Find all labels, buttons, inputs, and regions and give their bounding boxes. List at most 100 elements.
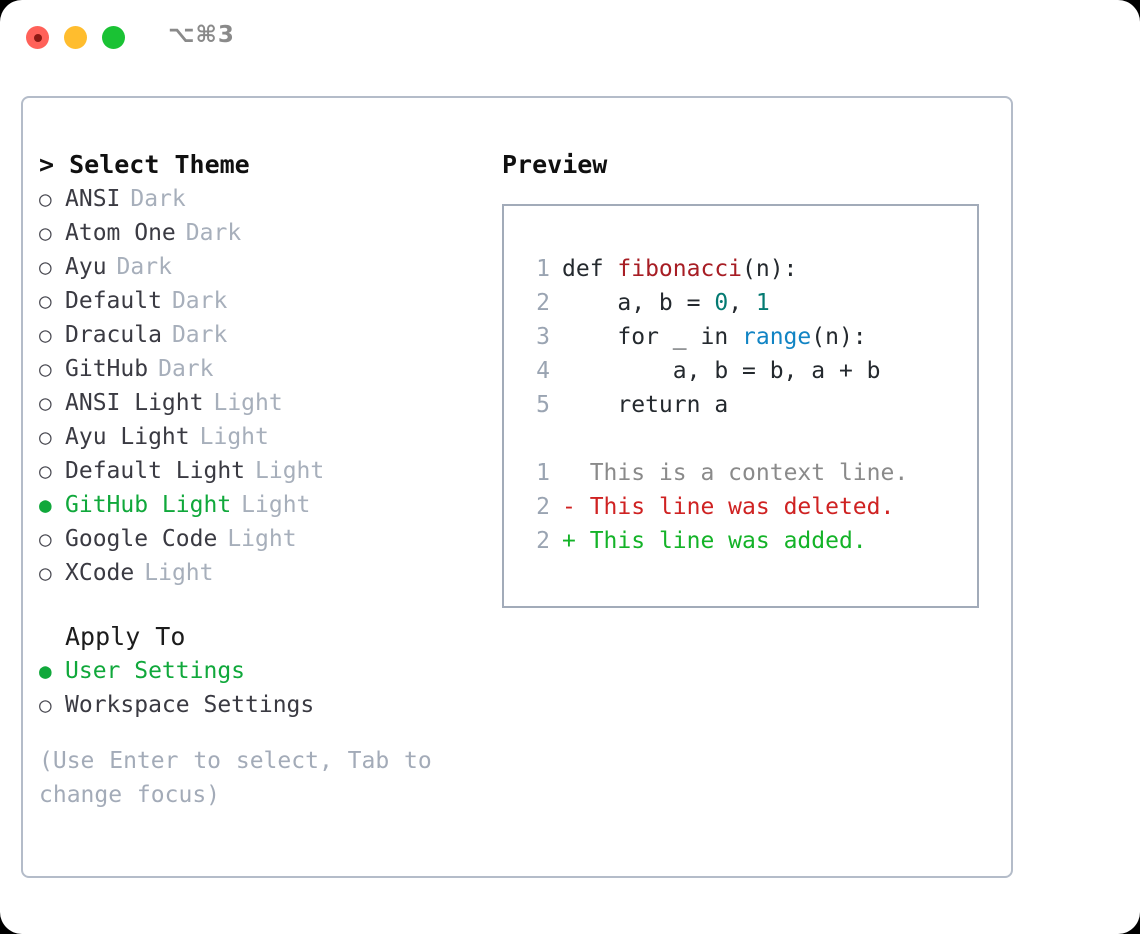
theme-variant-badge: Dark <box>158 356 214 382</box>
code-line: 2 a, b = 0, 1 <box>522 286 977 320</box>
line-number: 2 <box>536 528 550 554</box>
radio-unselected-icon: ○ <box>39 357 52 381</box>
select-theme-header: > Select Theme <box>39 150 250 179</box>
theme-option-label: ANSI Light <box>65 390 204 416</box>
apply-to-option-workspace-settings[interactable]: ○Workspace Settings <box>39 688 479 722</box>
code-token-num: 1 <box>755 290 770 316</box>
theme-variant-badge: Dark <box>171 288 228 314</box>
theme-option-label: Default <box>65 288 162 314</box>
line-number: 2 <box>536 494 550 520</box>
theme-option-label: ANSI <box>65 186 121 212</box>
code-token-plain: return a <box>562 392 729 418</box>
code-token-plain: a, b = b, a + b <box>562 358 881 384</box>
line-number: 1 <box>536 256 550 282</box>
window-controls <box>26 26 125 49</box>
diff-line: 2 + This line was added. <box>522 524 977 558</box>
radio-unselected-icon: ○ <box>39 391 52 415</box>
code-line-text: def fibonacci(n): <box>562 252 797 286</box>
keyboard-shortcut-label: ⌥⌘3 <box>168 22 235 48</box>
theme-variant-badge: Dark <box>185 220 242 246</box>
diff-sign: + <box>562 528 590 554</box>
line-number: 3 <box>536 324 550 350</box>
code-line: 3 for _ in range(n): <box>522 320 977 354</box>
radio-unselected-icon: ○ <box>39 561 52 585</box>
radio-unselected-icon: ○ <box>39 459 52 483</box>
theme-option-ansi[interactable]: ○ ANSI Dark <box>39 182 479 216</box>
theme-option-default-light[interactable]: ○ Default Light Light <box>39 454 479 488</box>
theme-option-github[interactable]: ○ GitHub Dark <box>39 352 479 386</box>
code-token-plain: (n): <box>742 256 798 282</box>
radio-unselected-icon: ○ <box>39 289 52 313</box>
code-token-plain: a, b = <box>562 290 715 316</box>
line-number: 4 <box>536 358 550 384</box>
theme-option-label: GitHub <box>65 356 149 382</box>
code-token-num: 0 <box>714 290 729 316</box>
theme-option-xcode[interactable]: ○ XCode Light <box>39 556 479 590</box>
line-number: 5 <box>536 392 550 418</box>
theme-option-dracula[interactable]: ○ Dracula Dark <box>39 318 479 352</box>
code-token-func: fibonacci <box>617 256 743 282</box>
radio-unselected-icon: ○ <box>39 323 52 347</box>
theme-option-label: Atom One <box>65 220 176 246</box>
minimize-button[interactable] <box>64 26 87 49</box>
theme-variant-badge: Dark <box>116 254 172 280</box>
code-diff-separator <box>522 422 977 456</box>
apply-to-option-user-settings[interactable]: ● User Settings <box>39 654 479 688</box>
theme-variant-badge: Light <box>199 424 269 450</box>
preview-title: Preview <box>502 150 608 179</box>
radio-unselected-icon: ○ <box>39 221 52 245</box>
theme-option-label: Default Light <box>65 458 246 484</box>
theme-option-label: Dracula <box>65 322 162 348</box>
radio-unselected-icon: ○ <box>39 255 52 279</box>
code-line-text: a, b = 0, 1 <box>562 286 770 320</box>
diff-line-text: This line was added. <box>589 528 867 554</box>
theme-option-label: GitHub Light <box>65 492 232 518</box>
theme-option-label: XCode <box>65 560 135 586</box>
line-number: 2 <box>536 290 550 316</box>
theme-option-atom-one[interactable]: ○ Atom One Dark <box>39 216 479 250</box>
code-token-plain: for _ in <box>562 324 743 350</box>
maximize-button[interactable] <box>102 26 125 49</box>
diff-sign <box>562 456 590 490</box>
diff-line: 2- This line was deleted. <box>522 490 977 524</box>
theme-option-default[interactable]: ○ Default Dark <box>39 284 479 318</box>
theme-variant-badge: Light <box>144 560 214 586</box>
apply-to-list[interactable]: ● User Settings ○Workspace Settings <box>39 654 479 722</box>
apply-to-option-label: User Settings <box>65 658 246 684</box>
diff-sign: - <box>562 494 590 520</box>
keyboard-hint-text: (Use Enter to select, Tab to change focu… <box>39 748 432 808</box>
line-number: 1 <box>536 460 550 486</box>
code-line: 1 def fibonacci(n): <box>522 252 977 286</box>
diff-line: 1 This is a context line. <box>522 456 977 490</box>
code-token-plain: def <box>562 256 618 282</box>
theme-variant-badge: Light <box>255 458 325 484</box>
radio-unselected-icon: ○ <box>39 425 52 449</box>
apply-to-header: Apply To <box>65 622 186 651</box>
code-line-text: return a <box>562 388 728 422</box>
theme-variant-badge: Dark <box>130 186 186 212</box>
diff-line-text: This is a context line. <box>589 460 909 486</box>
radio-unselected-icon: ○ <box>39 187 52 211</box>
close-button[interactable] <box>26 26 49 49</box>
code-token-call: range <box>742 324 812 350</box>
theme-variant-badge: Dark <box>171 322 228 348</box>
radio-unselected-icon: ○ <box>39 527 52 551</box>
code-token-plain: (n): <box>811 324 867 350</box>
apply-to-option-label: Workspace Settings <box>65 692 315 718</box>
theme-variant-badge: Light <box>241 492 311 518</box>
theme-variant-badge: Light <box>227 526 297 552</box>
title-bar: ⌥⌘3 <box>0 0 1140 76</box>
radio-selected-icon: ● <box>39 659 52 683</box>
